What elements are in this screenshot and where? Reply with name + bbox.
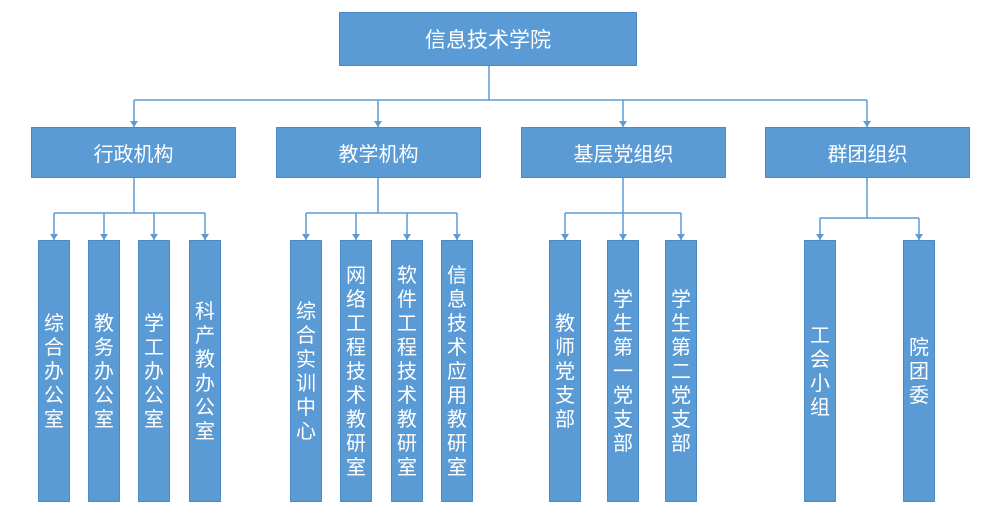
leaf-node: 学生第一党支部 [607,240,639,502]
leaf-label: 综合办公室 [44,311,64,431]
leaf-label: 学生第二党支部 [671,287,691,455]
leaf-label: 网络工程技术教研室 [346,263,366,479]
leaf-node: 信息技术应用教研室 [441,240,473,502]
arrowhead [561,234,569,240]
leaf-label: 学工办公室 [144,311,164,431]
leaf-node: 学生第二党支部 [665,240,697,502]
leaf-label: 科产教办公室 [195,299,215,443]
arrowhead [352,234,360,240]
arrowhead [619,121,627,127]
arrowhead [100,234,108,240]
category-mass-org: 群团组织 [765,127,970,178]
category-admin: 行政机构 [31,127,236,178]
arrowhead [150,234,158,240]
leaf-label: 工会小组 [810,323,830,419]
leaf-label: 软件工程技术教研室 [397,263,417,479]
leaf-node: 科产教办公室 [189,240,221,502]
leaf-label: 信息技术应用教研室 [447,263,467,479]
leaf-node: 综合办公室 [38,240,70,502]
leaf-node: 教师党支部 [549,240,581,502]
root-node: 信息技术学院 [339,12,637,66]
leaf-node: 院团委 [903,240,935,502]
arrowhead [915,234,923,240]
leaf-node: 软件工程技术教研室 [391,240,423,502]
arrowhead [677,234,685,240]
leaf-node: 教务办公室 [88,240,120,502]
arrowhead [403,234,411,240]
leaf-node: 综合实训中心 [290,240,322,502]
category-teaching: 教学机构 [276,127,481,178]
arrowhead [619,234,627,240]
root-label: 信息技术学院 [425,28,551,52]
arrowhead [302,234,310,240]
arrowhead [374,121,382,127]
category-label: 基层党组织 [573,142,674,166]
arrowhead [50,234,58,240]
arrowhead [130,121,138,127]
leaf-label: 教师党支部 [555,311,575,431]
leaf-node: 学工办公室 [138,240,170,502]
category-label: 行政机构 [93,142,174,166]
leaf-node: 工会小组 [804,240,836,502]
leaf-label: 综合实训中心 [296,299,316,443]
leaf-label: 教务办公室 [94,311,114,431]
leaf-label: 学生第一党支部 [613,287,633,455]
category-label: 教学机构 [338,142,419,166]
leaf-node: 网络工程技术教研室 [340,240,372,502]
arrowhead [816,234,824,240]
arrowhead [201,234,209,240]
category-label: 群团组织 [827,142,908,166]
arrowhead [863,121,871,127]
leaf-label: 院团委 [909,335,929,407]
category-party: 基层党组织 [521,127,726,178]
arrowhead [453,234,461,240]
